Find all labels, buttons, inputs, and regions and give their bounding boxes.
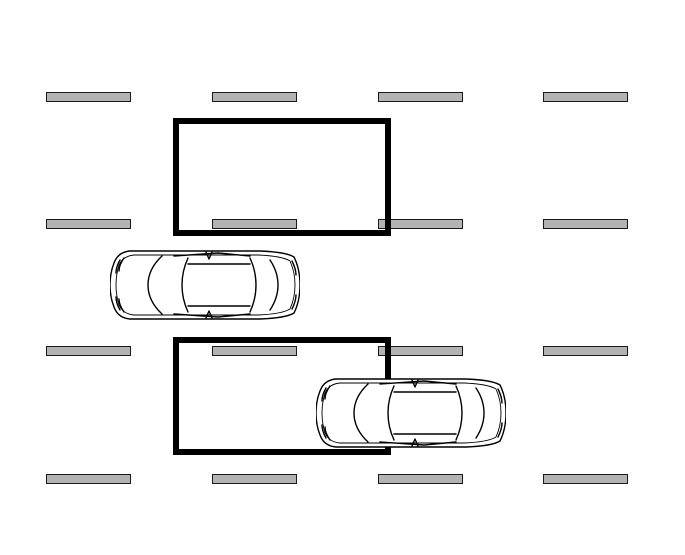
lane-marking [212, 474, 297, 484]
lane-marking [378, 474, 463, 484]
lane-marking [212, 219, 297, 229]
lane-marking [212, 92, 297, 102]
zone-upper [173, 118, 391, 236]
lane-marking [46, 346, 131, 356]
lane-marking [543, 346, 628, 356]
lane-marking [543, 474, 628, 484]
car-1 [110, 247, 300, 323]
lane-marking [46, 92, 131, 102]
car-2 [316, 375, 506, 451]
lane-marking [378, 346, 463, 356]
car-top-view-icon [110, 250, 300, 320]
lane-marking [543, 92, 628, 102]
lane-marking [212, 346, 297, 356]
lane-marking [378, 219, 463, 229]
lane-marking [46, 219, 131, 229]
lane-marking [46, 474, 131, 484]
lane-marking [378, 92, 463, 102]
lane-marking [543, 219, 628, 229]
car-top-view-icon [316, 378, 506, 448]
